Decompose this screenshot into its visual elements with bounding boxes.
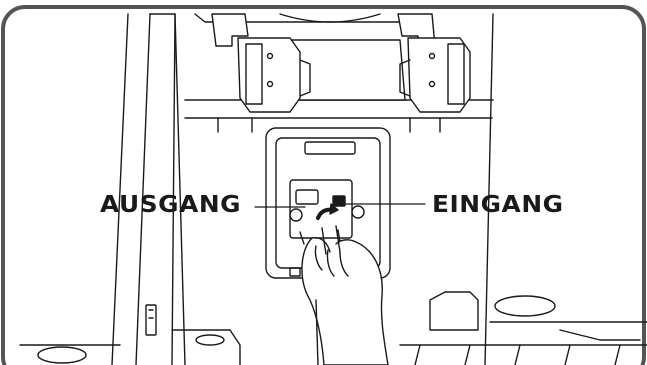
- output-label: AUSGANG: [100, 192, 241, 218]
- input-label: EINGANG: [432, 192, 564, 218]
